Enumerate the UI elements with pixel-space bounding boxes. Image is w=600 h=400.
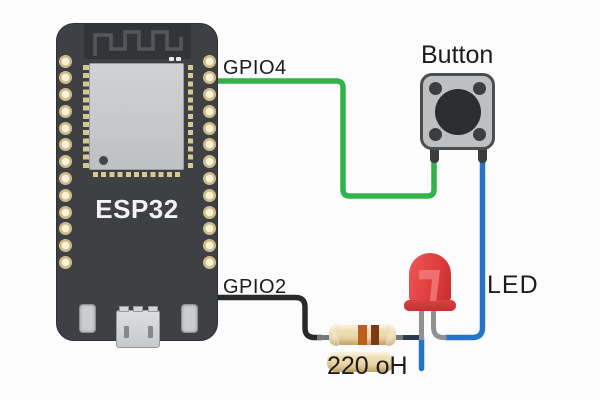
board-title: ESP32	[95, 194, 179, 224]
pin1-marker-dot	[99, 156, 108, 165]
button-leg-left	[429, 147, 439, 163]
wifi-antenna-icon	[93, 30, 183, 56]
pin-hole	[202, 121, 216, 135]
led-flange	[404, 300, 456, 311]
board-side-button-left	[79, 304, 96, 333]
button-corner-pin	[473, 128, 486, 141]
pin-hole	[58, 239, 72, 253]
pin-hole	[202, 88, 216, 102]
pin-hole	[58, 155, 72, 169]
button-cap	[434, 88, 481, 135]
pin-hole	[58, 205, 72, 219]
usb-tab	[119, 306, 129, 312]
pin-hole	[58, 54, 72, 68]
module-pads-left	[83, 65, 89, 171]
smd-component	[176, 57, 181, 61]
usb-tab	[133, 306, 143, 312]
resistor-band	[371, 324, 379, 345]
pin-hole	[202, 256, 216, 270]
pin-hole	[202, 188, 216, 202]
usb-slot	[148, 326, 153, 338]
led-label: LED	[487, 271, 539, 299]
pin-hole	[58, 138, 72, 152]
button-to-led-wire	[445, 156, 486, 341]
resistor-cap	[386, 323, 396, 346]
pin-hole	[202, 71, 216, 85]
pin-hole	[202, 222, 216, 236]
pin-hole	[58, 104, 72, 118]
gpio4-label: GPIO4	[223, 57, 287, 79]
button-leg-right	[478, 147, 487, 163]
module-pads-bottom	[93, 171, 182, 177]
wifi-antenna-panel	[84, 24, 191, 59]
gpio4-wire	[218, 78, 437, 199]
usb-tab	[148, 306, 158, 312]
button-corner-pin	[429, 82, 442, 95]
esp32-board: ESP32	[56, 23, 218, 348]
module-pads-right	[187, 65, 193, 171]
pin-hole	[58, 188, 72, 202]
esp32-module-shield	[89, 63, 184, 170]
pin-hole	[202, 54, 216, 68]
usb-slot	[124, 326, 129, 338]
pin-hole	[202, 104, 216, 118]
pin-hole	[58, 172, 72, 186]
resistor-body	[329, 323, 396, 346]
smd-component	[169, 57, 174, 61]
button-label: Button	[421, 41, 494, 69]
pin-hole	[202, 172, 216, 186]
pin-hole	[58, 121, 72, 135]
button-corner-pin	[429, 128, 442, 141]
pin-hole	[202, 239, 216, 253]
pin-column-left	[58, 54, 72, 270]
pin-hole	[202, 138, 216, 152]
pin-column-right	[202, 54, 216, 270]
pin-hole	[58, 256, 72, 270]
gpio2-label: GPIO2	[223, 276, 287, 298]
board-side-button-right	[181, 304, 198, 333]
resistor-band	[358, 324, 367, 345]
micro-usb-port	[116, 306, 160, 348]
button-corner-pin	[473, 82, 486, 95]
push-button	[420, 73, 495, 150]
led-leg-right	[431, 310, 447, 340]
pin-hole	[202, 205, 216, 219]
resistor-value-label: 220 oH	[327, 352, 408, 380]
pin-hole	[58, 88, 72, 102]
pin-hole	[58, 222, 72, 236]
resistor-cap	[329, 323, 339, 346]
pin-hole	[202, 155, 216, 169]
gpio2-wire	[218, 294, 322, 341]
pin-hole	[58, 71, 72, 85]
